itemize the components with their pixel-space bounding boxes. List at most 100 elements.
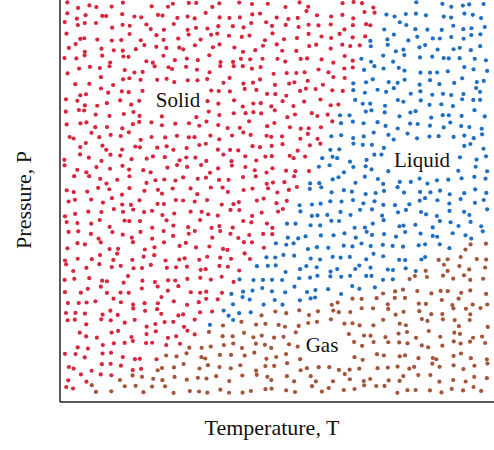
particle-dot: [393, 289, 397, 293]
particle-dot: [144, 22, 148, 26]
particle-dot: [372, 131, 376, 135]
particle-dot: [291, 241, 295, 245]
particle-dot: [317, 181, 321, 185]
particle-dot: [73, 311, 77, 315]
particle-dot: [249, 310, 253, 314]
particle-dot: [471, 303, 475, 307]
particle-dot: [205, 99, 209, 103]
particle-dot: [386, 340, 390, 344]
particle-dot: [316, 23, 320, 27]
particle-dot: [218, 15, 222, 19]
particle-dot: [310, 384, 314, 388]
particle-dot: [122, 281, 126, 285]
particle-dot: [485, 69, 489, 73]
particle-dot: [200, 346, 204, 350]
particle-dot: [228, 232, 232, 236]
particle-dot: [292, 174, 296, 178]
particle-dot: [318, 97, 322, 101]
particle-dot: [237, 311, 241, 315]
particle-dot: [315, 114, 319, 118]
particle-dot: [368, 39, 372, 43]
particle-dot: [129, 157, 133, 161]
particle-dot: [315, 320, 319, 324]
particle-dot: [265, 182, 269, 186]
particle-dot: [293, 112, 297, 116]
particle-dot: [270, 278, 274, 282]
particle-dot: [144, 332, 148, 336]
particle-dot: [343, 54, 347, 58]
particle-dot: [418, 231, 422, 235]
particle-dot: [371, 5, 375, 9]
particle-dot: [238, 363, 242, 367]
particle-dot: [382, 27, 386, 31]
particle-dot: [360, 297, 364, 301]
particle-dot: [386, 169, 390, 173]
particle-dot: [121, 49, 125, 53]
particle-dot: [163, 384, 167, 388]
particle-dot: [468, 318, 472, 322]
particle-dot: [78, 145, 82, 149]
particle-dot: [130, 373, 134, 377]
particle-dot: [226, 265, 230, 269]
particle-dot: [89, 222, 93, 226]
particle-dot: [459, 351, 463, 355]
particle-dot: [463, 247, 467, 251]
particle-dot: [430, 93, 434, 97]
particle-dot: [331, 233, 335, 237]
particle-dot: [398, 20, 402, 24]
particle-dot: [372, 153, 376, 157]
particle-dot: [273, 298, 277, 302]
particle-dot: [425, 28, 429, 32]
particle-dot: [269, 346, 273, 350]
particle-dot: [339, 121, 343, 125]
particle-dot: [484, 191, 488, 195]
particle-dot: [335, 156, 339, 160]
particle-dot: [243, 165, 247, 169]
particle-dot: [424, 269, 428, 273]
particle-dot: [363, 34, 367, 38]
particle-dot: [340, 13, 344, 17]
particle-dot: [227, 314, 231, 318]
particle-dot: [160, 123, 164, 127]
particle-dot: [243, 87, 247, 91]
particle-dot: [206, 363, 210, 367]
particle-dot: [241, 290, 245, 294]
particle-dot: [317, 165, 321, 169]
particle-dot: [437, 380, 441, 384]
particle-dot: [458, 332, 462, 336]
particle-dot: [329, 22, 333, 26]
particle-dot: [229, 292, 233, 296]
particle-dot: [351, 88, 355, 92]
particle-dot: [284, 311, 288, 315]
particle-dot: [174, 198, 178, 202]
particle-dot: [342, 66, 346, 70]
particle-dot: [382, 353, 386, 357]
particle-dot: [64, 262, 68, 266]
particle-dot: [469, 26, 473, 30]
particle-dot: [127, 167, 131, 171]
particle-dot: [251, 81, 255, 85]
particle-dot: [210, 5, 214, 9]
particle-dot: [428, 373, 432, 377]
particle-dot: [171, 148, 175, 152]
particle-dot: [259, 313, 263, 317]
particle-dot: [237, 277, 241, 281]
particle-dot: [185, 14, 189, 18]
particle-dot: [357, 263, 361, 267]
particle-dot: [287, 188, 291, 192]
particle-dot: [456, 297, 460, 301]
particle-dot: [298, 203, 302, 207]
particle-dot: [374, 384, 378, 388]
particle-dot: [347, 113, 351, 117]
particle-dot: [263, 155, 267, 159]
particle-dot: [209, 33, 213, 37]
particle-dot: [94, 165, 98, 169]
particle-dot: [254, 342, 258, 346]
particle-dot: [331, 309, 335, 313]
particle-dot: [249, 389, 253, 393]
particle-dot: [292, 156, 296, 160]
particle-dot: [104, 181, 108, 185]
particle-dot: [397, 66, 401, 70]
particle-dot: [417, 45, 421, 49]
particle-dot: [78, 37, 82, 41]
